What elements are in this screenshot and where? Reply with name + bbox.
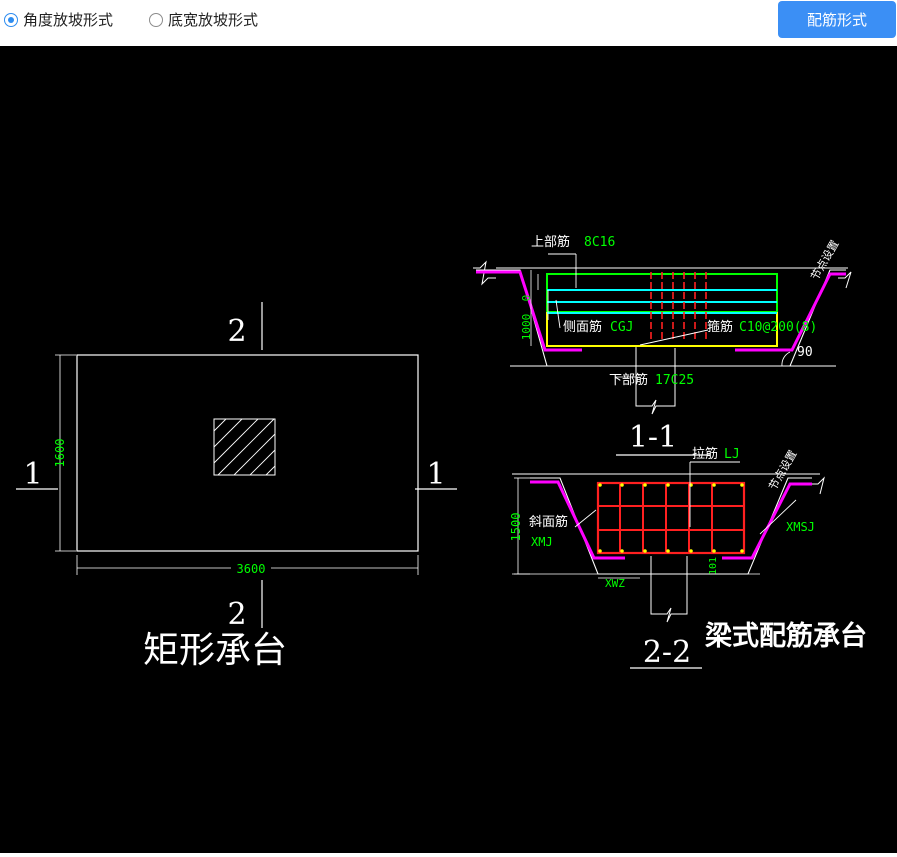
slope-rebar-label: 斜面筋	[529, 514, 568, 530]
section-mark-1-left: 1	[23, 457, 42, 492]
slope-note-1: 节点设置	[808, 238, 841, 283]
dim-height-1000: 1000	[520, 314, 533, 341]
bottom-rebar-value: 17C25	[655, 373, 694, 388]
tie-label: 拉筋	[692, 446, 718, 462]
stirrup-value: C10@200(8)	[739, 320, 817, 335]
dim-height-1500: 1500	[509, 513, 523, 542]
slope-note-2: 节点设置	[766, 448, 799, 493]
tie-value: LJ	[724, 447, 740, 462]
section-mark-1-right: 1	[426, 457, 445, 492]
rect-cap-plan: 2 2 1 1 1600 3600 矩形承台	[16, 302, 457, 671]
section-2-2-title: 2-2	[643, 635, 691, 670]
radio-width-slope-label: 底宽放坡形式	[168, 11, 259, 29]
dim-top-offset: 0	[520, 295, 533, 302]
side-rebar-value: CGJ	[610, 320, 633, 335]
side-code: XMSJ	[786, 520, 815, 534]
radio-unchecked-icon[interactable]	[149, 12, 163, 27]
radio-angle-slope-label: 角度放坡形式	[23, 11, 114, 29]
section-mark-2-top: 2	[227, 314, 246, 349]
section-2-2: 1500 XWZ 101 拉筋 LJ 斜面筋 XMJ XMSJ 节点设置 2-2	[509, 446, 825, 670]
section-1-1-title: 1-1	[629, 420, 677, 455]
rebar-form-button[interactable]: 配筋形式	[778, 1, 896, 38]
top-rebar-label: 上部筋	[531, 234, 570, 250]
dim-width-3600: 3600	[237, 562, 266, 576]
rect-cap-title: 矩形承台	[143, 630, 287, 671]
cad-drawing: 2 2 1 1 1600 3600 矩形承台	[16, 234, 867, 671]
dim-bottom-width: XWZ	[605, 577, 625, 590]
toolbar: 角度放坡形式 底宽放坡形式 配筋形式	[0, 0, 897, 46]
column-hatch	[213, 418, 276, 476]
radio-checked-icon[interactable]	[4, 12, 18, 27]
angle-90: 90	[797, 345, 813, 360]
beam-cap-caption: 梁式配筋承台	[705, 620, 867, 652]
cap-outline	[76, 354, 419, 552]
cad-canvas[interactable]: 2 2 1 1 1600 3600 矩形承台	[0, 46, 897, 853]
bottom-rebar-label: 下部筋	[609, 372, 648, 388]
section-1-1: 1000 0 90 上部筋 8C16 侧面筋 CGJ 箍筋 C10@200(8)…	[473, 234, 852, 456]
dim-small: 101	[708, 557, 719, 575]
side-rebar-label: 侧面筋	[563, 319, 602, 335]
top-rebar-value: 8C16	[584, 235, 615, 250]
radio-width-slope[interactable]: 底宽放坡形式	[149, 9, 258, 30]
dim-height-1600: 1600	[53, 439, 67, 468]
section-mark-2-bottom: 2	[227, 597, 246, 632]
stirrup-label: 箍筋	[707, 319, 733, 335]
slope-rebar-value: XMJ	[531, 535, 553, 549]
radio-angle-slope[interactable]: 角度放坡形式	[4, 9, 113, 30]
